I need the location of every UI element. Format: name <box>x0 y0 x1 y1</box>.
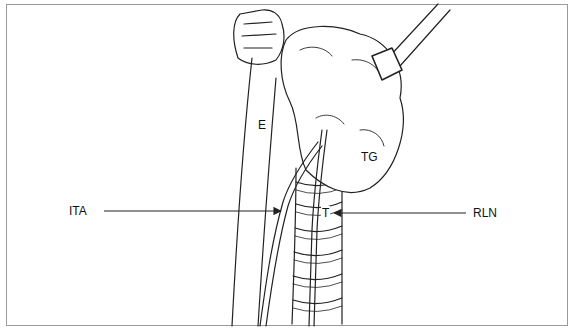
upper-structure <box>234 10 284 64</box>
tracheal-rings <box>293 188 342 312</box>
artery <box>266 146 322 326</box>
retractor-blade <box>372 48 402 80</box>
part-label: E <box>257 118 267 132</box>
leader-arrow <box>334 212 466 213</box>
frame <box>7 5 568 326</box>
part-label: T <box>321 206 330 220</box>
tissue-edge <box>258 78 276 326</box>
nerve <box>314 130 327 326</box>
upper-structure-folds <box>242 22 276 48</box>
retractor-shaft <box>388 4 450 66</box>
part-label: TG <box>360 150 379 164</box>
tissue-edge <box>232 58 252 326</box>
gland-lobules <box>300 47 384 146</box>
part-label: RLN <box>472 206 498 220</box>
part-label: ITA <box>68 204 88 218</box>
tracheal-rings <box>293 180 342 304</box>
leader-arrow <box>104 210 281 211</box>
